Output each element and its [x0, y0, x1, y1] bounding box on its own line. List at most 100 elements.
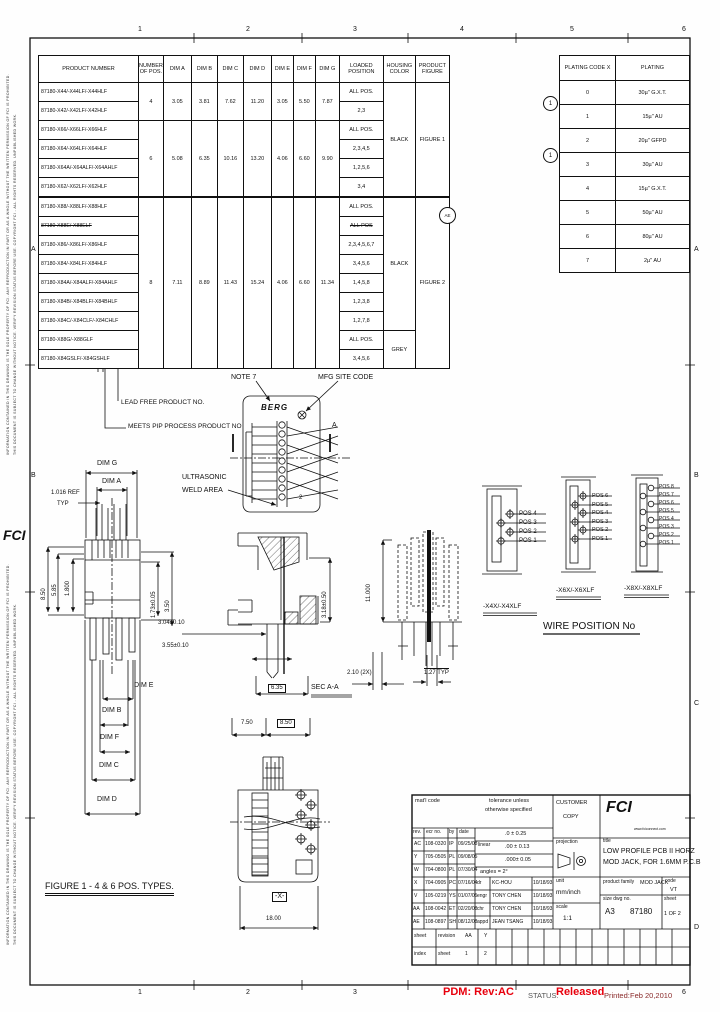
approval-name: KC-HOU [492, 880, 512, 886]
dim-1-27-typ: 1.27 TYP [424, 668, 449, 676]
position-2-marker: 2 [299, 495, 303, 501]
dim-cell: 11.43 [216, 196, 244, 369]
dim-cell: 4.06 [270, 196, 294, 369]
printed-label: Printed: [604, 991, 630, 1000]
pos-label: POS 4 [592, 510, 609, 516]
plating-cell: 15µ" AU [615, 104, 690, 129]
dim-8-50-boxed: 8.50 [277, 719, 295, 728]
dim-3-50: 3.50 [165, 600, 171, 612]
fci-logo-subtext: www.fciconnect.com [634, 827, 666, 831]
dim-d-label: DIM D [97, 796, 117, 803]
pos-label: POS 2 [519, 529, 537, 535]
scale-value: 1:1 [563, 915, 573, 922]
tolerance-angles: angles = 2° [480, 869, 508, 875]
ecr-cell: 108-0042 [425, 906, 447, 912]
zone-row-label: D [694, 924, 700, 931]
col-header: PRODUCT FIGURE [414, 55, 450, 83]
zone-row-label: A [694, 246, 699, 253]
ecr-cell: 108-0897 [425, 919, 447, 925]
date-cell: 09/25/08 [458, 841, 478, 847]
product-family-value: MOD JACK [640, 880, 669, 886]
col-header: DIM C [216, 55, 244, 83]
margin-proprietary-notice: INFORMATION CONTAINED IN THIS DRAWING IS… [6, 563, 10, 945]
pdm-rev-text: PDM: Rev:AC [443, 986, 514, 998]
product-number-cell: 87180-X84A/-X84ALF/-X84AHLF [38, 273, 139, 293]
pos-label: POS 4 [519, 511, 537, 517]
product-table: PRODUCT NUMBER NUMBER OF POS. DIM A DIM … [38, 55, 450, 369]
variant-x6x-label: -X6X/-X6XLF [556, 587, 595, 594]
loaded-pos-cell: 1,2,5,6 [338, 158, 384, 178]
dim-cell: 11.20 [242, 82, 272, 121]
date-cell: 09/08/05 [458, 854, 478, 860]
pos-label: POS 8 [659, 484, 674, 490]
dim-cell: 7.62 [216, 82, 244, 121]
dim-1-73: 1.73±0.05 [151, 591, 157, 618]
rev-cell: X [414, 880, 418, 886]
by-cell: PL [449, 867, 456, 873]
col-header: DIM B [190, 55, 218, 83]
plating-code-cell: 6 [559, 224, 616, 249]
col-header: PLATING CODE X [559, 55, 616, 81]
dim-cell: 3.05 [162, 82, 192, 121]
sheet-index-label: index [414, 951, 426, 957]
table-row: 87180-X64/-X64LF/-X64HLF 2,3,4,5 [38, 139, 450, 159]
loaded-pos-cell: 3,4,5,6 [338, 254, 384, 274]
by-col-header: by [449, 829, 455, 835]
num-pos-cell: 8 [138, 196, 164, 369]
ultrasonic-weld-label: ULTRASONIC [182, 474, 227, 481]
pos-label: POS 5 [659, 508, 674, 514]
ref-typ-label: 1.016 REF [51, 490, 80, 496]
dim-a-label: DIM A [102, 478, 122, 485]
loaded-pos-cell: 2,3,4,5,6,7 [338, 235, 384, 255]
plating-code-cell: 3 [559, 152, 616, 177]
approval-date: 10/18/93 [533, 906, 553, 912]
housing-color-cell: BLACK [382, 82, 416, 198]
pos-label: POS 3 [519, 520, 537, 526]
approval-date: 10/18/93 [533, 919, 553, 925]
plating-cell: 2µ" AU [615, 248, 690, 273]
col-header: DIM E [270, 55, 294, 83]
matl-code-label: mat'l code [415, 798, 440, 804]
dim-e-label: DIM E [134, 682, 154, 689]
date-cell: 07/16/04 [458, 880, 478, 886]
zone-row-label: A [31, 246, 36, 253]
variant-x8x-label: -X8X/-X8XLF [624, 585, 663, 592]
title-label: title [603, 838, 611, 844]
plating-code-cell: 1 [559, 104, 616, 129]
table-row: 87180-X84A/-X84ALF/-X84AHLF 1,4,5,8 [38, 273, 450, 293]
loaded-pos-cell: 3,4 [338, 177, 384, 198]
plating-cell: 30µ" AU [615, 152, 690, 177]
dim-c-label: DIM C [99, 762, 119, 769]
revision-flag-circle: AE [439, 207, 456, 224]
size-value: A3 [605, 907, 615, 916]
dim-cell: 10.16 [216, 120, 244, 198]
col-header: PRODUCT NUMBER [38, 55, 139, 83]
dim-cell: 6.60 [292, 196, 316, 369]
date-cell: 01/07/05 [458, 893, 478, 899]
product-number-cell: 87180-X88G/-X88GLF [38, 330, 139, 350]
sheet-index-label: sheet [414, 933, 427, 939]
by-cell: PL [449, 854, 456, 860]
num-pos-cell: 6 [138, 120, 164, 198]
sheet-index-label: sheet [438, 951, 451, 957]
margin-copyright-notice: THIS DOCUMENT IS SUBJECT TO CHANGE WITHO… [13, 113, 17, 455]
approval-role: engr [477, 893, 488, 899]
dim-b-label: DIM B [102, 707, 122, 714]
fci-logo: FCI [606, 799, 632, 816]
dim-cell: 5.08 [162, 120, 192, 198]
product-number-cell: 87180-X86/-X86LF/-X86HLF [38, 235, 139, 255]
col-header: NUMBER OF POS. [138, 55, 164, 83]
zone-row-label: B [694, 472, 699, 479]
tolerance-row: .0 ± 0.25 [505, 831, 527, 837]
pos-label: POS 3 [659, 524, 674, 530]
rev-col-header: rev. [413, 829, 421, 835]
dim-11-000: 11.000 [366, 584, 372, 602]
sheet-label: sheet [664, 896, 677, 902]
product-number-cell: 87180-X84C/-X84CLF/-X84CHLF [38, 311, 139, 331]
num-pos-cell: 4 [138, 82, 164, 121]
loaded-pos-cell: ALL POS. [338, 196, 384, 217]
wire-position-caption: WIRE POSITION No [543, 621, 636, 632]
table-row: 87180-X88/-X88LF/-X88HLF 8 7.11 8.89 11.… [38, 196, 450, 369]
